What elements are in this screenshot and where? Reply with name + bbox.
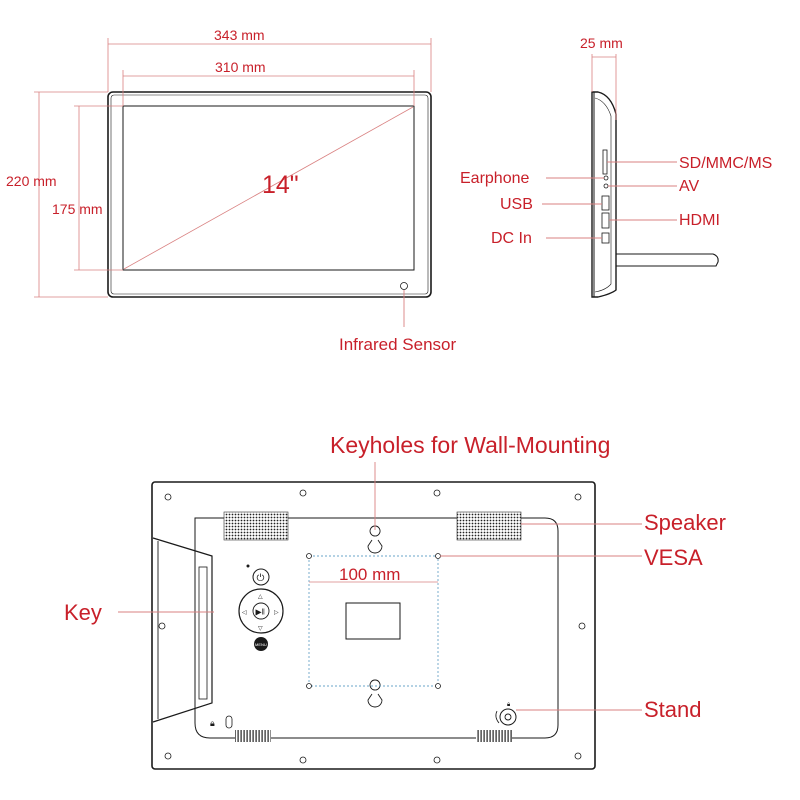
play-pause-icon: ▶‖ (256, 608, 265, 617)
play-pause-button[interactable] (252, 602, 270, 620)
front-frame-inner-edge (110, 94, 429, 295)
screw-icon (164, 493, 172, 501)
nav-right-icon[interactable]: ▷ (274, 610, 279, 616)
infrared-sensor-label: Infrared Sensor (339, 335, 457, 354)
screw-icon (578, 622, 586, 630)
vesa-square (308, 555, 439, 687)
indicator-dot (246, 564, 250, 568)
back-view: Keyholes for Wall-Mounting 100 mm Speake… (64, 432, 726, 770)
stand-label: Stand (644, 697, 702, 722)
speaker-grille-right (456, 511, 522, 541)
screw-icon (299, 756, 307, 764)
earphone-port (603, 175, 609, 181)
stand-socket-center (504, 713, 512, 721)
vesa-label: VESA (644, 545, 703, 570)
sd-label: SD/MMC/MS (679, 155, 772, 172)
stand-socket[interactable] (499, 708, 517, 726)
screw-icon (164, 752, 172, 760)
vesa-hole-icon (306, 553, 312, 559)
screw-icon (299, 489, 307, 497)
keyhole-top-icon (367, 525, 383, 554)
back-stand-bracket (152, 537, 213, 723)
front-view: 14" Infrared Sensor 343 mm 310 mm 220 mm… (6, 27, 457, 354)
stand-lock-icon: 🔒︎ (507, 702, 510, 708)
height-dim-label: 220 mm (6, 173, 57, 189)
hdmi-port (601, 212, 610, 229)
key-label: Key (64, 600, 102, 625)
screw-icon (433, 489, 441, 497)
back-inner-panel (194, 517, 559, 739)
usb-port (601, 195, 610, 211)
vesa-hole-icon (435, 683, 441, 689)
av-label: AV (679, 178, 699, 195)
menu-button[interactable] (254, 637, 268, 651)
back-outer-frame (151, 481, 596, 770)
front-screen (122, 105, 415, 271)
kensington-slot (225, 715, 233, 729)
vesa-holes (306, 553, 441, 689)
keyholes-label: Keyholes for Wall-Mounting (330, 432, 610, 458)
width-dim-label: 343 mm (214, 27, 265, 43)
lock-icon: 🔒︎ (210, 718, 215, 728)
earphone-label: Earphone (460, 170, 529, 187)
vesa-hole-icon (435, 553, 441, 559)
dcin-label: DC In (491, 230, 532, 247)
speaker-grille-left (223, 511, 289, 541)
usb-label: USB (500, 196, 533, 213)
keyhole-bottom-icon (367, 679, 383, 708)
side-body (591, 91, 617, 298)
menu-button-text: MENU (255, 642, 267, 647)
screw-icon (433, 756, 441, 764)
speaker-label: Speaker (644, 510, 726, 535)
side-view: 25 mm Earphone USB DC In SD/MMC/MS AV HD… (460, 35, 772, 298)
bottom-vent-right (476, 730, 512, 742)
dcin-port (601, 232, 610, 244)
inner-width-dim-label: 310 mm (215, 59, 266, 75)
bottom-vent-left (235, 730, 271, 742)
screw-icon (574, 493, 582, 501)
corner-screws (158, 489, 586, 764)
screen-size-label: 14" (262, 171, 299, 199)
stand-rotate-arrow-icon (495, 710, 500, 724)
nav-up-icon[interactable]: △ (258, 594, 263, 600)
vesa-center-label-plate (345, 602, 401, 640)
nav-left-icon[interactable]: ◁ (242, 610, 247, 616)
vesa-hole-icon (306, 683, 312, 689)
sd-slot-port (602, 149, 608, 175)
side-stand (616, 253, 719, 267)
av-port (603, 183, 609, 189)
screw-icon (574, 752, 582, 760)
hdmi-label: HDMI (679, 212, 720, 229)
screen-diagonal-line (123, 106, 414, 270)
back-stand-slot (198, 566, 208, 700)
nav-down-icon[interactable]: ▽ (258, 626, 263, 632)
side-body-inner-edge (594, 97, 612, 293)
power-icon: ⏻ (257, 573, 265, 584)
inner-height-dim-label: 175 mm (52, 201, 103, 217)
power-button[interactable] (252, 568, 270, 586)
vesa-dim-label: 100 mm (339, 565, 400, 584)
screw-icon (158, 622, 166, 630)
infrared-sensor (400, 282, 408, 290)
front-outer-frame (107, 91, 432, 298)
depth-dim-label: 25 mm (580, 35, 623, 51)
